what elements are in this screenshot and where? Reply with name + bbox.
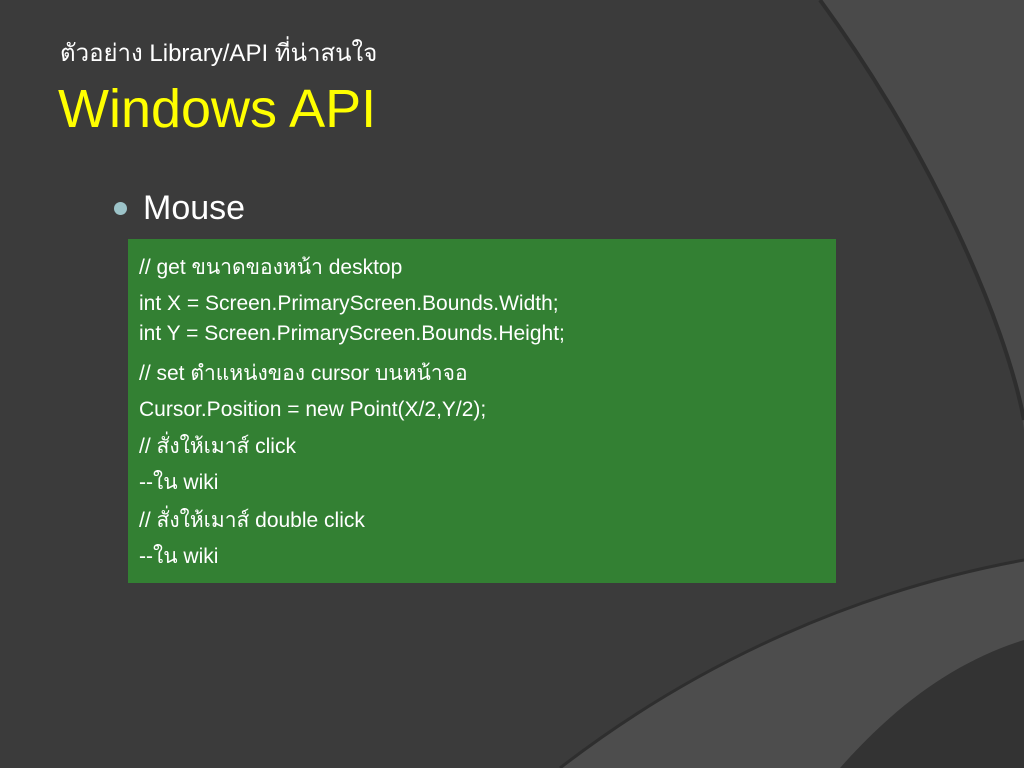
code-line-comment-click: // สั่งให้เมาส์ click xyxy=(139,435,296,458)
code-line-cursor-position: Cursor.Position = new Point(X/2,Y/2); xyxy=(139,398,487,421)
code-line-width: int X = Screen.PrimaryScreen.Bounds.Widt… xyxy=(139,292,559,315)
bullet-label: Mouse xyxy=(143,189,246,227)
code-line-comment-set-position: // set ตำแหน่งของ cursor บนหน้าจอ xyxy=(139,362,468,385)
code-line-wiki-double-click: --ใน wiki xyxy=(139,545,219,568)
code-line-wiki-click: --ใน wiki xyxy=(139,471,219,494)
slide-subtitle: ตัวอย่าง Library/API ที่น่าสนใจ xyxy=(60,40,378,67)
bullet-dot-icon xyxy=(114,201,127,215)
code-line-comment-get-size: // get ขนาดของหน้า desktop xyxy=(139,256,403,279)
code-line-height: int Y = Screen.PrimaryScreen.Bounds.Heig… xyxy=(139,322,565,345)
code-block: // get ขนาดของหน้า desktop int X = Scree… xyxy=(128,239,836,583)
background-curve-band xyxy=(820,0,1024,430)
code-line-comment-double-click: // สั่งให้เมาส์ double click xyxy=(139,509,365,532)
background-dark-slice xyxy=(840,640,1024,768)
background-curve-edge xyxy=(818,0,1024,421)
bullet-item: Mouse xyxy=(114,188,245,228)
slide-title: Windows API xyxy=(58,79,377,139)
background-bottom-edge xyxy=(559,558,1024,768)
